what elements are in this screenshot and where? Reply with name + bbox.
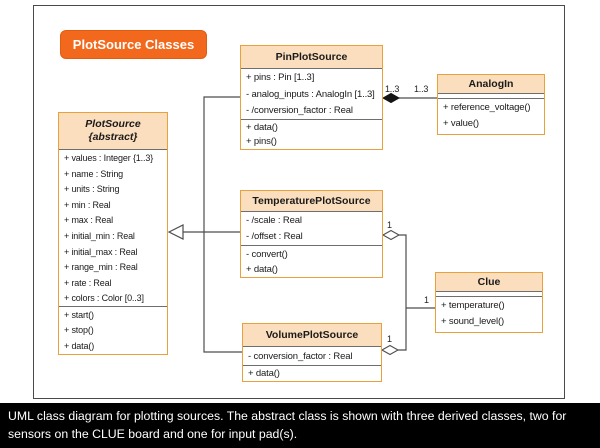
class-pinplotsource: PinPlotSource + pins : Pin [1..3] - anal…: [240, 45, 383, 150]
method-row: + value(): [443, 118, 479, 129]
class-volumeplotsource-methods: + data(): [243, 365, 381, 380]
method-row: + data(): [246, 122, 278, 133]
attribute-row: - /scale : Real: [246, 215, 302, 226]
attribute-row: - /offset : Real: [246, 231, 303, 243]
method-row: + data(): [64, 340, 95, 351]
class-temperatureplotsource: TemperaturePlotSource - /scale : Real - …: [240, 190, 383, 278]
class-name-label: PinPlotSource: [275, 51, 348, 63]
class-temperatureplotsource-attributes: - /scale : Real - /offset : Real: [241, 211, 382, 245]
attribute-row: + rate : Real: [64, 277, 112, 288]
attribute-row: - analog_inputs : AnalogIn [1..3]: [246, 88, 375, 100]
class-pinplotsource-header: PinPlotSource: [241, 46, 382, 68]
class-volumeplotsource: VolumePlotSource - conversion_factor : R…: [242, 323, 382, 382]
method-row: + temperature(): [441, 300, 505, 311]
class-name-label: Clue: [477, 276, 501, 288]
multiplicity-label-temp-side: 1: [387, 220, 392, 230]
empty-attributes-compartment: [438, 93, 544, 99]
method-row: + stop(): [64, 325, 94, 336]
class-analogin: AnalogIn + reference_voltage() + value(): [437, 74, 545, 135]
class-plotsource: PlotSource {abstract} + values : Integer…: [58, 112, 168, 355]
class-temperatureplotsource-methods: - convert() + data(): [241, 245, 382, 276]
attribute-row: + initial_min : Real: [64, 230, 135, 241]
class-plotsource-attributes: + values : Integer {1..3} + name : Strin…: [59, 149, 167, 306]
class-plotsource-header: PlotSource {abstract}: [59, 113, 167, 149]
attribute-row: + range_min : Real: [64, 262, 138, 273]
multiplicity-label-pin-side: 1..3: [385, 84, 400, 94]
method-row: + sound_level(): [441, 316, 504, 327]
diagram-title-badge: PlotSource Classes: [60, 30, 207, 59]
class-temperatureplotsource-header: TemperaturePlotSource: [241, 191, 382, 211]
multiplicity-label-volume-side: 1: [387, 334, 392, 344]
class-pinplotsource-attributes: + pins : Pin [1..3] - analog_inputs : An…: [241, 68, 382, 119]
method-row: + data(): [248, 368, 280, 379]
class-volumeplotsource-attributes: - conversion_factor : Real: [243, 346, 381, 365]
attribute-row: + pins : Pin [1..3]: [246, 72, 315, 83]
class-clue: Clue + temperature() + sound_level(): [435, 272, 543, 333]
method-row: + pins(): [246, 136, 277, 148]
attribute-row: + values : Integer {1..3}: [64, 153, 154, 163]
class-pinplotsource-methods: + data() + pins(): [241, 119, 382, 148]
class-analogin-header: AnalogIn: [438, 75, 544, 93]
class-name-label: VolumePlotSource: [265, 329, 359, 341]
class-name-label: TemperaturePlotSource: [252, 195, 371, 207]
empty-attributes-compartment: [436, 291, 542, 297]
method-row: - convert(): [246, 249, 288, 260]
attribute-row: + name : String: [64, 168, 124, 179]
multiplicity-label-analogin-side: 1..3: [414, 84, 429, 94]
attribute-row: + min : Real: [64, 199, 111, 210]
class-plotsource-methods: + start() + stop() + data(): [59, 306, 167, 354]
attribute-row: - conversion_factor : Real: [248, 351, 353, 362]
figure-caption: UML class diagram for plotting sources. …: [0, 403, 600, 448]
method-row: + start(): [64, 310, 94, 320]
method-row: + data(): [246, 264, 278, 275]
class-stereotype-label: {abstract}: [88, 131, 138, 143]
attribute-row: + colors : Color [0..3]: [64, 293, 144, 304]
attribute-row: + max : Real: [64, 215, 113, 226]
class-volumeplotsource-header: VolumePlotSource: [243, 324, 381, 346]
class-clue-methods: + temperature() + sound_level(): [436, 297, 542, 331]
multiplicity-label-clue-side: 1: [424, 295, 429, 305]
attribute-row: - /conversion_factor : Real: [246, 105, 353, 116]
class-name-label: PlotSource: [85, 118, 141, 130]
class-name-label: AnalogIn: [468, 78, 514, 90]
method-row: + reference_voltage(): [443, 102, 531, 113]
class-clue-header: Clue: [436, 273, 542, 291]
class-analogin-methods: + reference_voltage() + value(): [438, 99, 544, 133]
attribute-row: + initial_max : Real: [64, 246, 138, 257]
attribute-row: + units : String: [64, 184, 120, 195]
